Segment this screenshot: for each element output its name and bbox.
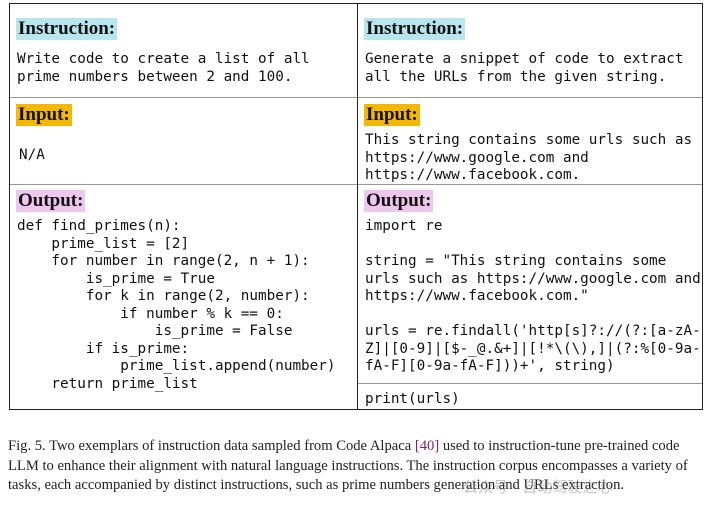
right-input-label: Input:: [364, 104, 420, 126]
left-section-rule-2: [10, 184, 357, 185]
left-instruction-label: Instruction:: [16, 18, 118, 40]
right-instruction-label: Instruction:: [364, 18, 466, 40]
right-instruction-text: Generate a snippet of code to extract al…: [365, 51, 684, 85]
right-output-code: import re string = "This string contains…: [365, 218, 701, 374]
right-section-rule-1: [358, 97, 702, 98]
left-instruction-text: Write code to create a list of all prime…: [17, 51, 310, 85]
right-section-rule-2: [358, 184, 702, 185]
left-output-code: def find_primes(n): prime_list = [2] for…: [17, 218, 336, 392]
left-input-text: N/A: [19, 147, 45, 163]
figure-caption: Fig. 5. Two exemplars of instruction dat…: [8, 437, 708, 496]
left-output-label: Output:: [16, 190, 86, 212]
left-section-rule-1: [10, 97, 357, 98]
right-section-rule-3: [358, 383, 702, 384]
caption-fig-label: Fig. 5.: [8, 438, 46, 454]
left-example: Instruction: Write code to create a list…: [10, 4, 357, 409]
caption-text-start: Two exemplars of instruction data sample…: [45, 438, 415, 454]
right-output-label: Output:: [364, 190, 434, 212]
column-divider: [357, 4, 358, 409]
instruction-examples-figure: Instruction: Write code to create a list…: [9, 3, 703, 410]
left-input-label: Input:: [16, 104, 72, 126]
right-input-text: This string contains some urls such as h…: [365, 132, 693, 183]
right-example: Instruction: Generate a snippet of code …: [358, 4, 702, 409]
caption-citation-link[interactable]: [40]: [414, 438, 440, 454]
right-print-line: print(urls): [365, 391, 460, 407]
caption-text-end: used to instruction-tune pre-trained cod…: [8, 438, 688, 493]
